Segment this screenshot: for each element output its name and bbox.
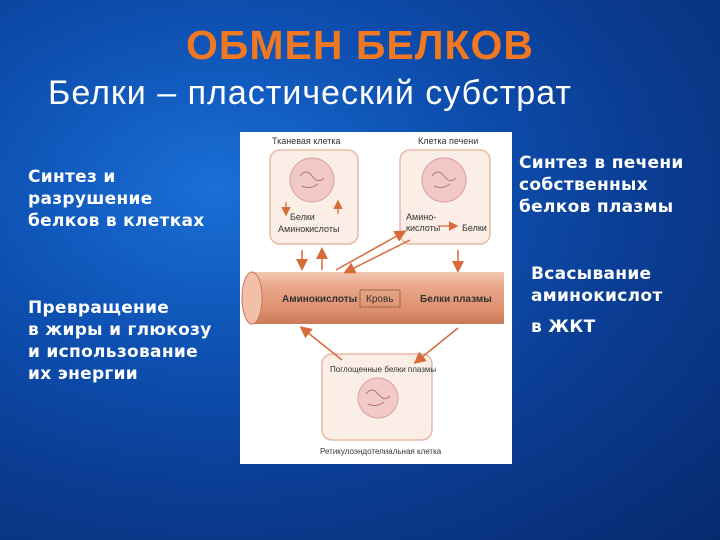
- liver-amino-label-2: кислоты: [406, 223, 440, 233]
- energy-conversion-text: Превращение в жиры и глюкозу и использов…: [28, 298, 212, 384]
- liver-cell: Клетка печени Амино- кислоты Белки: [399, 136, 491, 245]
- liver-proteins-label: Белки: [462, 223, 487, 233]
- gi-tract-text: в ЖКТ: [531, 317, 596, 337]
- amino-absorption-text: Всасывание аминокислот: [531, 264, 663, 306]
- protein-exchange-diagram: Тканевая клетка Белки Аминокислоты Клетк…: [240, 132, 512, 464]
- tissue-amino-label: Аминокислоты: [278, 224, 339, 234]
- liver-synthesis-text: Синтез в печени собственных белков плазм…: [519, 153, 684, 217]
- reticulo-cell-label: Ретикулоэндотелиальная клетка: [320, 447, 442, 456]
- reticuloendothelial-cell: Поглощенные белки плазмы Ретикулоэндотел…: [320, 353, 442, 456]
- liver-cell-label: Клетка печени: [418, 136, 478, 146]
- liver-amino-label-1: Амино-: [406, 212, 436, 222]
- blood-vessel: Аминокислоты Кровь Белки плазмы: [241, 271, 504, 325]
- flow-arrows: [296, 230, 464, 364]
- plasma-proteins-label: Белки плазмы: [420, 294, 492, 305]
- cell-synthesis-text: Синтез и разрушение белков в клетках: [28, 167, 205, 231]
- absorbed-proteins-label: Поглощенные белки плазмы: [330, 365, 436, 374]
- blood-amino-label: Аминокислоты: [282, 294, 357, 305]
- slide-title: ОБМЕН БЕЛКОВ: [186, 22, 534, 68]
- tissue-cell: Тканевая клетка Белки Аминокислоты: [269, 136, 359, 245]
- tissue-proteins-label: Белки: [290, 212, 315, 222]
- blood-label: Кровь: [366, 294, 393, 305]
- slide-subtitle: Белки – пластический субстрат: [48, 74, 572, 112]
- tissue-cell-label: Тканевая клетка: [272, 136, 341, 146]
